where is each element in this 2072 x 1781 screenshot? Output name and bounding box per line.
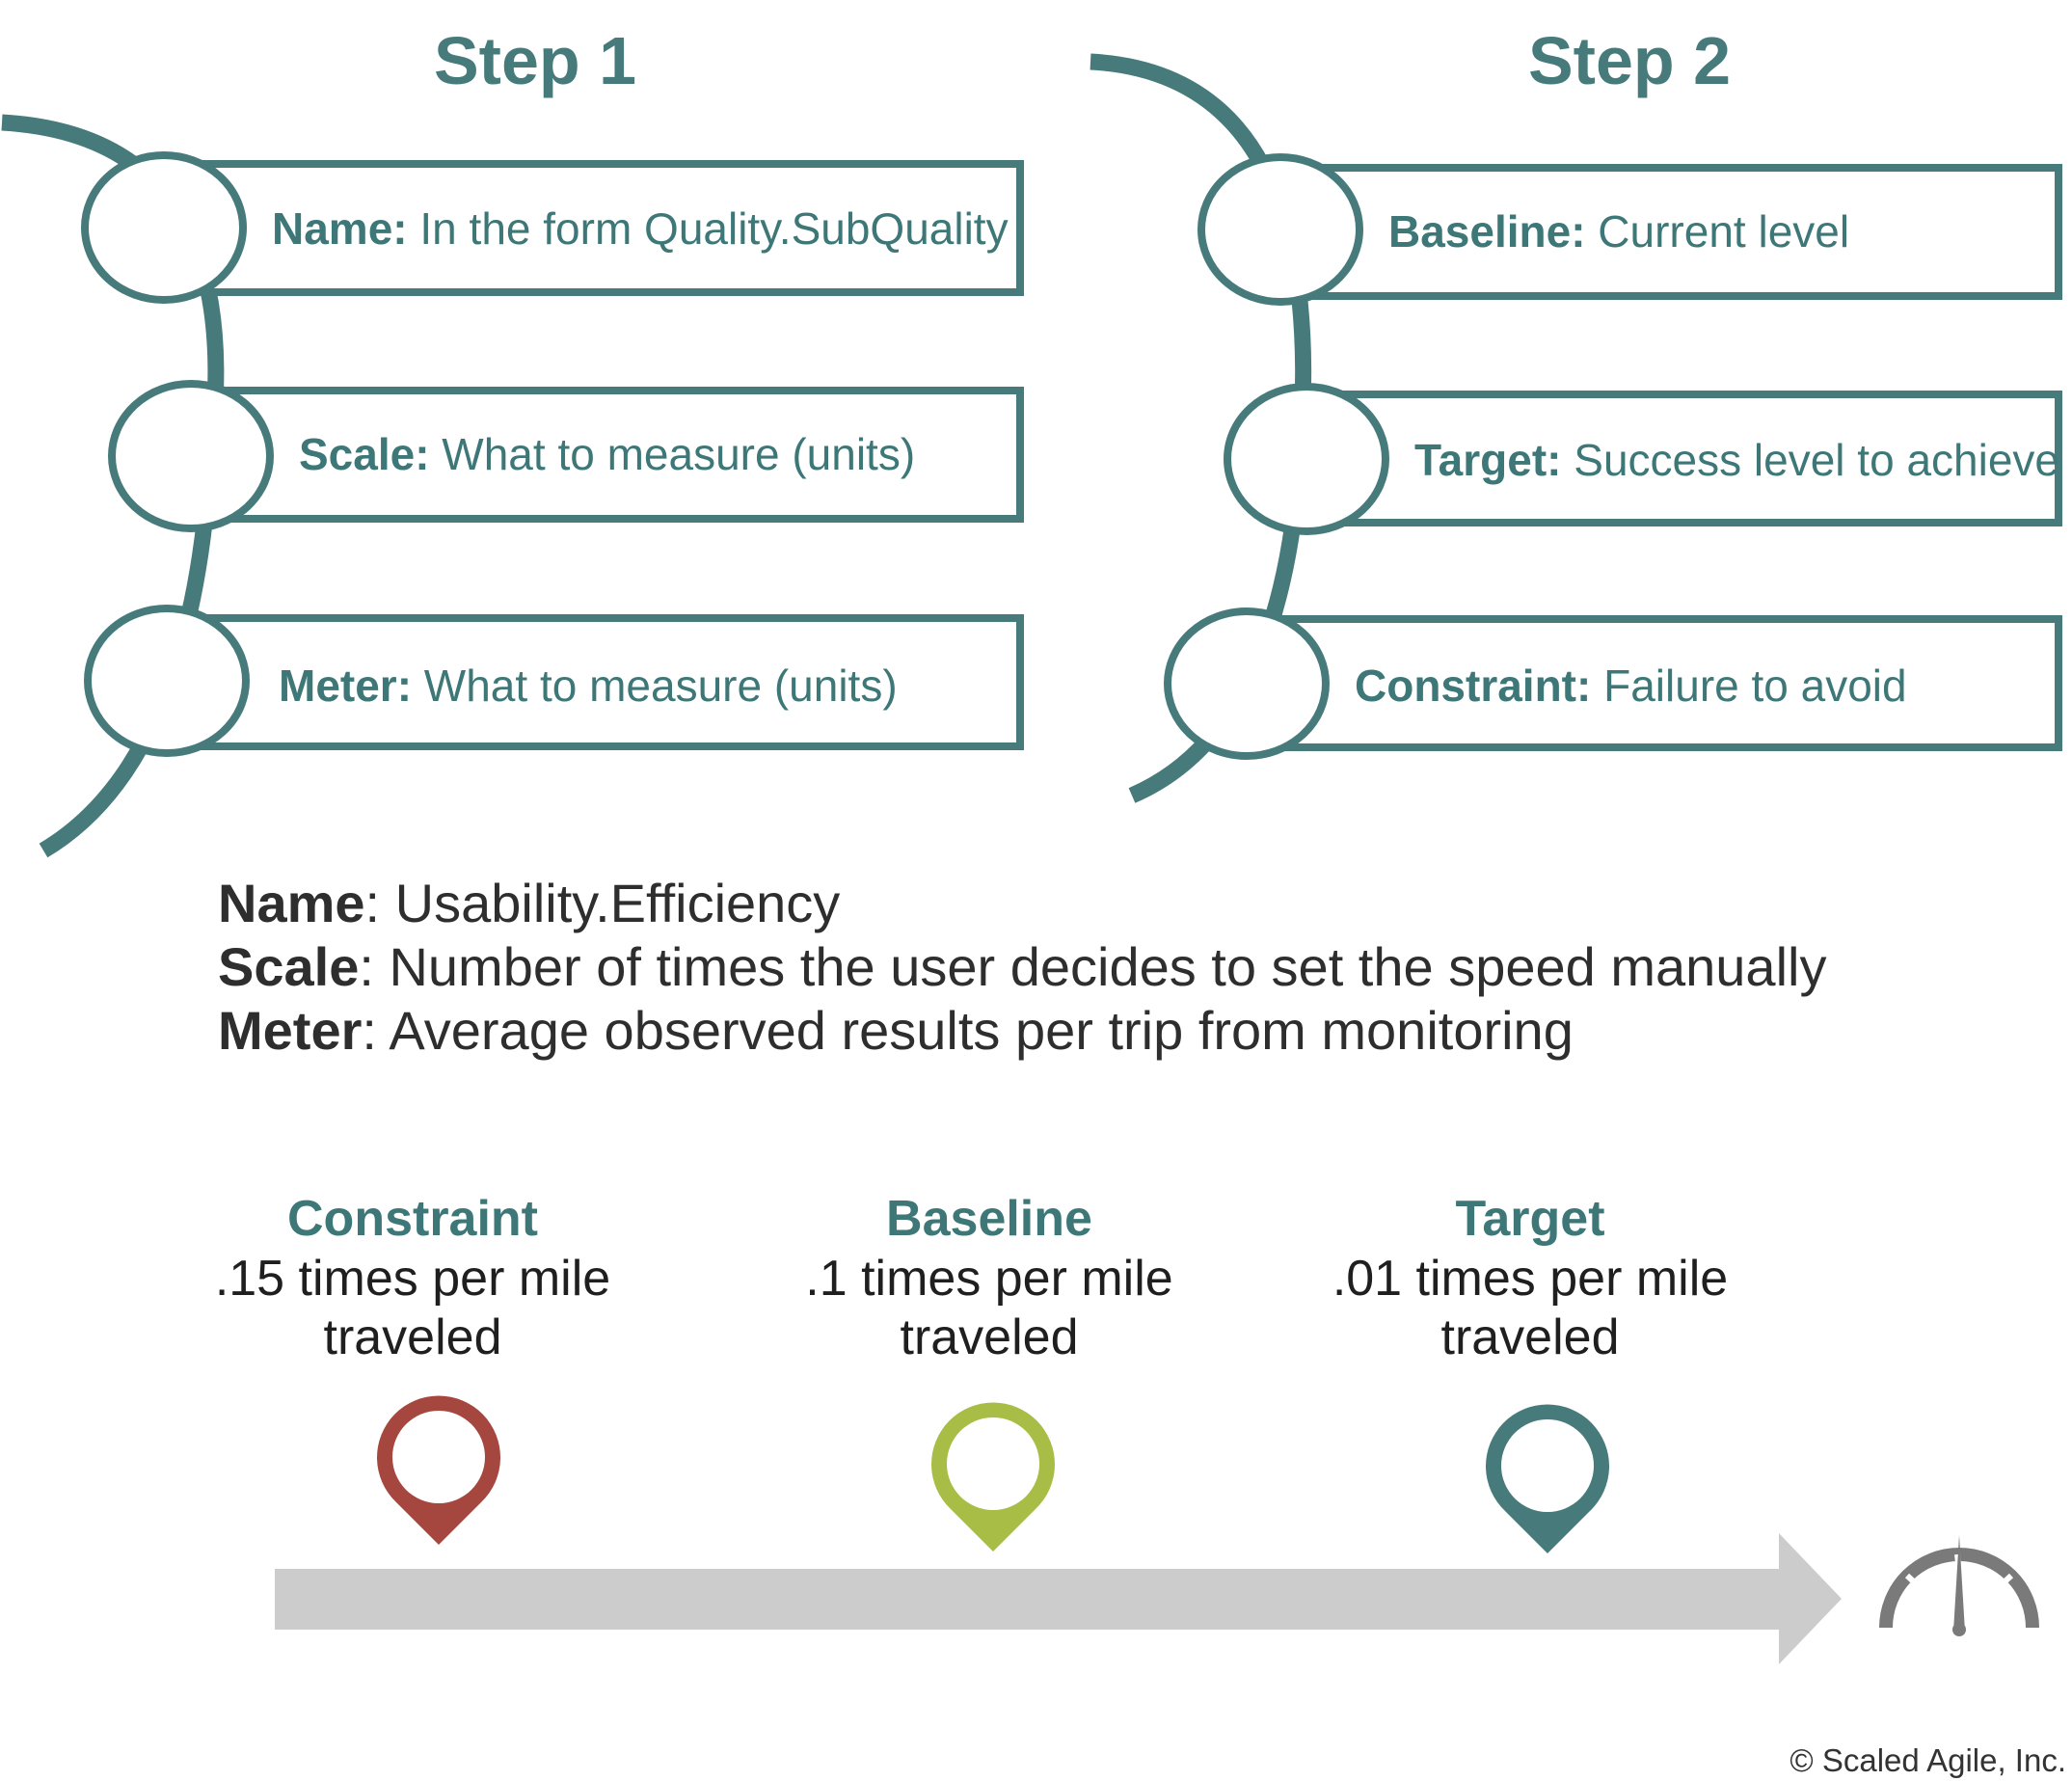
copyright-text: © Scaled Agile, Inc.: [1789, 1742, 2066, 1778]
marker-baseline-value-line1: .1 times per mile: [805, 1251, 1172, 1307]
example-scale-value: : Number of times the user decides to se…: [359, 936, 1826, 997]
step-1-box-name: [179, 160, 1024, 296]
step-2-circle-baseline: [1197, 153, 1363, 306]
marker-constraint-title: Constraint: [287, 1191, 538, 1247]
example-line-meter: Meter: Average observed results per trip…: [218, 1000, 1574, 1061]
marker-baseline-value-line2: traveled: [901, 1309, 1079, 1365]
location-pin-hole: [1501, 1419, 1594, 1512]
example-line-scale: Scale: Number of times the user decides …: [218, 936, 1826, 997]
step-2-box-constraint: [1259, 615, 2062, 751]
example-definition: Name: Usability.Efficiency Scale: Number…: [218, 873, 1826, 1061]
step-2-item-target-key: Target:: [1414, 435, 1562, 485]
step-1-item-scale: Scale: What to measure (units): [299, 429, 915, 479]
example-scale-key: Scale: [218, 936, 359, 997]
scale-arrow: [275, 1533, 1842, 1664]
marker-constraint: Constraint .15 times per mile traveled: [215, 1191, 610, 1545]
step-2-item-constraint: Constraint: Failure to avoid: [1355, 661, 1907, 711]
example-meter-value: : Average observed results per trip from…: [362, 1000, 1573, 1061]
marker-target-value-line1: .01 times per mile: [1332, 1251, 1728, 1307]
step-2-item-baseline: Baseline: Current level: [1388, 206, 1849, 256]
marker-baseline-title: Baseline: [886, 1191, 1092, 1247]
step-2-group: Step 2 Baseline: Current level Target: S…: [1090, 23, 2062, 803]
step-2-item-baseline-key: Baseline:: [1388, 206, 1586, 256]
step-2-item-baseline-value: Current level: [1586, 206, 1850, 256]
step-1-item-meter-key: Meter:: [279, 661, 412, 711]
marker-target-title: Target: [1455, 1191, 1604, 1247]
step-1-item-scale-value: What to measure (units): [430, 429, 916, 479]
example-meter-key: Meter: [218, 1000, 362, 1061]
step-1-circle-meter: [84, 605, 250, 757]
step-1-item-meter-value: What to measure (units): [412, 661, 898, 711]
location-pin-hole: [947, 1417, 1039, 1510]
step-1-item-name-key: Name:: [272, 203, 408, 254]
marker-constraint-value-line2: traveled: [324, 1309, 502, 1365]
step-1-item-meter: Meter: What to measure (units): [279, 661, 898, 711]
example-name-key: Name: [218, 873, 365, 933]
step-2-item-constraint-key: Constraint:: [1355, 661, 1591, 711]
marker-baseline: Baseline .1 times per mile traveled: [805, 1191, 1173, 1552]
step-2-circle-constraint: [1164, 607, 1330, 760]
step-1-circle-name: [81, 151, 247, 304]
location-pin-hole: [392, 1411, 485, 1503]
step-2-box-target: [1317, 391, 2062, 526]
marker-constraint-value-line1: .15 times per mile: [215, 1251, 610, 1307]
step-2-item-target-value: Success level to achieve: [1562, 435, 2060, 485]
speedometer-icon: [1879, 1535, 2039, 1636]
step-1-circle-scale: [108, 380, 274, 532]
step-2-circle-target: [1224, 383, 1389, 535]
step-1-item-name: Name: In the form Quality.SubQuality: [272, 203, 1009, 254]
example-name-value: : Usability.Efficiency: [365, 873, 841, 933]
step-2-item-target: Target: Success level to achieve: [1414, 435, 2059, 485]
step-2-item-constraint-value: Failure to avoid: [1591, 661, 1906, 711]
marker-target-value-line2: traveled: [1441, 1309, 1620, 1365]
marker-target: Target .01 times per mile traveled: [1332, 1191, 1728, 1553]
step-1-item-name-value: In the form Quality.SubQuality: [408, 203, 1009, 254]
example-line-name: Name: Usability.Efficiency: [218, 873, 840, 933]
step-1-title: Step 1: [434, 23, 636, 98]
step-1-item-scale-key: Scale:: [299, 429, 430, 479]
step-1-group: Step 1 Name: In the form Quality.SubQual…: [1, 23, 1024, 858]
step-2-title: Step 2: [1528, 23, 1731, 98]
